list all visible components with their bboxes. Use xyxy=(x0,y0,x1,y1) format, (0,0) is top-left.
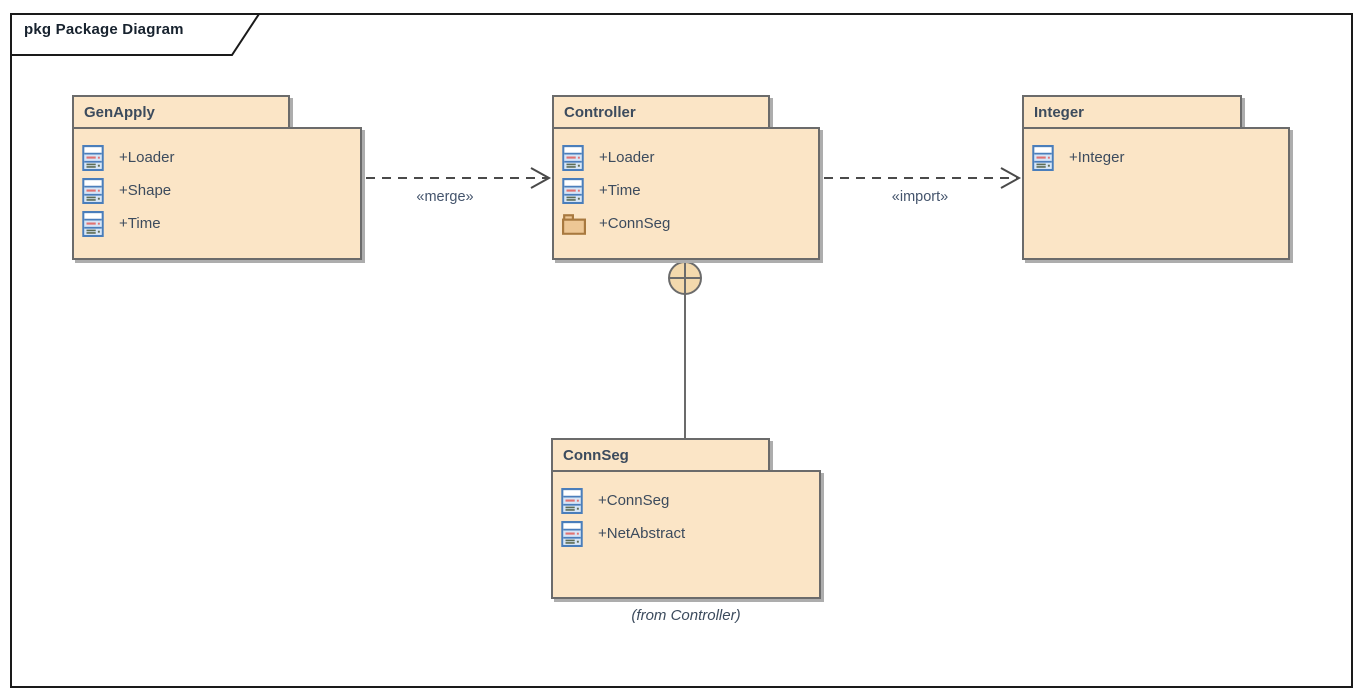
package-item-label: +ConnSeg xyxy=(599,215,671,232)
package-item-label: +Shape xyxy=(119,182,172,199)
open-arrowhead-icon xyxy=(530,167,552,189)
class-icon xyxy=(562,145,586,171)
package-item-label: +ConnSeg xyxy=(598,492,670,509)
class-icon xyxy=(82,145,106,171)
frame-tab xyxy=(10,13,261,56)
package-item[interactable]: +ConnSeg xyxy=(562,207,810,240)
class-icon xyxy=(82,211,106,237)
import-label: «import» xyxy=(891,189,949,205)
package-name: GenApply xyxy=(84,103,155,121)
package-item[interactable]: +Loader xyxy=(82,141,352,174)
package-item-label: +Time xyxy=(119,215,161,232)
package-item[interactable]: +Time xyxy=(82,207,352,240)
class-icon xyxy=(1032,145,1056,171)
frame-title: pkg Package Diagram xyxy=(24,21,184,38)
package-body[interactable]: +Loader +Time +ConnSeg xyxy=(552,127,820,260)
package-body[interactable]: +Loader +Shape +Time xyxy=(72,127,362,260)
import-connector[interactable] xyxy=(824,167,1022,189)
package-name: ConnSeg xyxy=(563,446,629,464)
package-item-label: +Loader xyxy=(599,149,655,166)
package-item-label: +NetAbstract xyxy=(598,525,686,542)
package-name: Controller xyxy=(564,103,636,121)
package-tab[interactable]: Integer xyxy=(1022,95,1242,129)
class-icon xyxy=(82,178,106,204)
class-icon xyxy=(561,521,585,547)
package-item[interactable]: +Shape xyxy=(82,174,352,207)
package-item[interactable]: +Loader xyxy=(562,141,810,174)
open-arrowhead-icon xyxy=(1000,167,1022,189)
merge-connector[interactable] xyxy=(366,167,552,189)
package-item-label: +Time xyxy=(599,182,641,199)
class-icon xyxy=(562,178,586,204)
package-item[interactable]: +Time xyxy=(562,174,810,207)
package-tab[interactable]: ConnSeg xyxy=(551,438,770,472)
package-body[interactable]: +ConnSeg +NetAbstract xyxy=(551,470,821,599)
containment-connector[interactable] xyxy=(668,261,702,438)
merge-label: «merge» xyxy=(416,189,474,205)
package-item-label: +Integer xyxy=(1069,149,1125,166)
package-item[interactable]: +NetAbstract xyxy=(561,517,811,550)
package-body[interactable]: +Integer xyxy=(1022,127,1290,260)
package-icon xyxy=(562,211,586,237)
package-origin-note: (from Controller) xyxy=(631,607,741,624)
package-item[interactable]: +Integer xyxy=(1032,141,1280,174)
package-item[interactable]: +ConnSeg xyxy=(561,484,811,517)
package-tab[interactable]: GenApply xyxy=(72,95,290,129)
class-icon xyxy=(561,488,585,514)
package-name: Integer xyxy=(1034,103,1085,121)
package-tab[interactable]: Controller xyxy=(552,95,770,129)
package-item-label: +Loader xyxy=(119,149,175,166)
